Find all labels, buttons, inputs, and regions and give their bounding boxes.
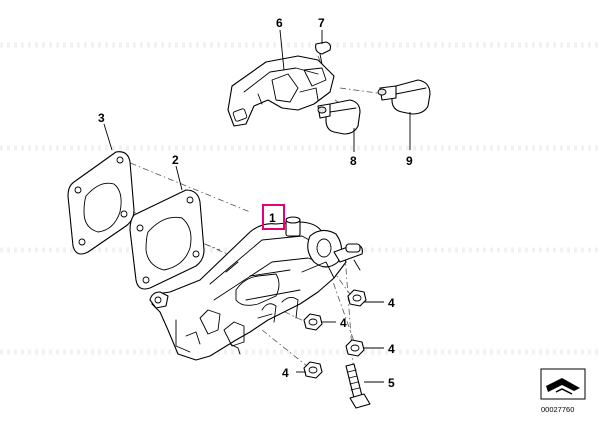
part-number: 00027760 [541, 405, 574, 414]
nut-part-4-c [345, 339, 365, 357]
switch-bracket-part-6 [227, 55, 335, 127]
switch-part-9 [377, 79, 431, 115]
callout-labels: 1 2 3 4 4 4 4 5 6 7 8 9 [98, 16, 413, 390]
callout-4d: 4 [282, 366, 289, 380]
callout-5: 5 [388, 376, 395, 390]
callout-3: 3 [98, 111, 105, 125]
bolt-part-5 [345, 363, 371, 409]
watermark-bands [0, 42, 600, 355]
callout-1: 1 [269, 211, 276, 225]
nut-part-4-d [303, 361, 323, 379]
leader-lines [103, 29, 411, 383]
gasket-part-3 [67, 151, 135, 255]
callout-9: 9 [406, 154, 413, 168]
nut-part-4-b [303, 313, 323, 331]
callout-4c: 4 [388, 342, 395, 356]
callout-4a: 4 [388, 296, 395, 310]
callout-7: 7 [318, 16, 325, 30]
bolt-part-7 [315, 41, 332, 65]
plate-part-2 [129, 189, 205, 290]
callout-2: 2 [172, 153, 179, 167]
pedal-bracket-part-1 [149, 216, 363, 361]
callout-1-highlight-box [262, 204, 285, 230]
nut-part-4-a [347, 289, 367, 307]
switch-part-8 [317, 99, 361, 135]
callout-6: 6 [276, 16, 283, 30]
callout-8: 8 [350, 154, 357, 168]
callout-4b: 4 [340, 316, 347, 330]
corner-logo [540, 368, 586, 400]
